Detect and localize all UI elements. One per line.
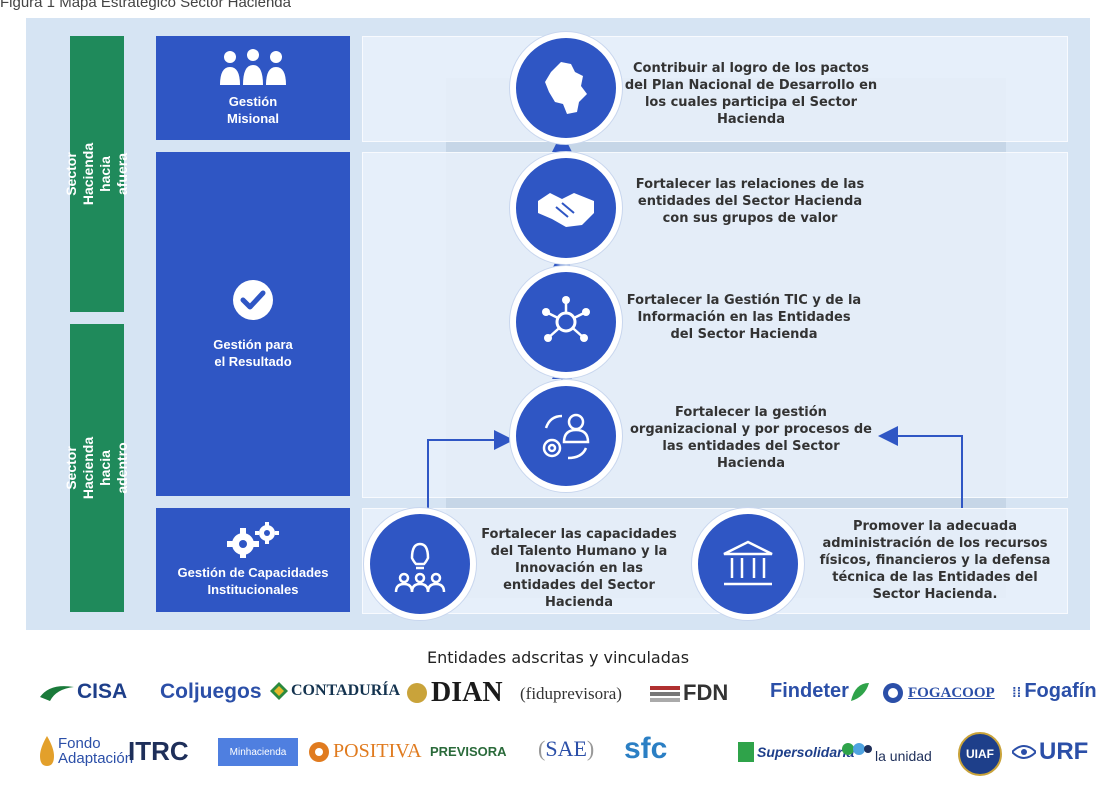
- objective-text-6: Promover la adecuada administración de l…: [819, 519, 1051, 602]
- box-gestion-capacidades: Gestión de Capacidades Institucionales: [156, 508, 350, 612]
- la-unidad-dots-icon: [842, 743, 872, 755]
- logo-minhacienda: Minhacienda: [218, 738, 298, 766]
- objective-text-1: Contribuir al logro de los pactos del Pl…: [624, 61, 878, 127]
- logo-supersolidaria: Supersolidaria: [738, 742, 854, 762]
- logos-title: Entidades adscritas y vinculadas: [426, 648, 690, 667]
- contaduria-emblem-icon: [270, 682, 288, 700]
- logo-fogafin: ⁞⁞Fogafín: [1012, 680, 1097, 702]
- objective-text-3: Fortalecer la Gestión TIC y de la Inform…: [626, 293, 862, 342]
- logo-la-unidad: la unidad: [842, 734, 932, 764]
- side-bar-adentro: Sector Hacienda hacia adentro: [63, 324, 130, 612]
- network-icon: [542, 296, 590, 342]
- supersolidaria-emblem-icon: [738, 742, 754, 762]
- objective-circle-3: [510, 266, 622, 378]
- side-bar-afuera: Sector Hacienda hacia afuera: [63, 36, 130, 312]
- logo-contaduria: CONTADURÍA: [270, 682, 400, 700]
- figure-caption: Figura 1 Mapa Estratégico Sector Haciend…: [0, 0, 291, 11]
- logo-fondo-adaptacion: Fondo Adaptación: [40, 736, 133, 766]
- objective-circle-4: [510, 380, 622, 492]
- logo-fogacoop: FOGACOOP: [882, 682, 995, 704]
- dian-emblem-icon: [407, 683, 427, 703]
- logo-findeter: Findeter: [770, 680, 871, 703]
- logo-coljuegos: Coljuegos: [160, 680, 262, 703]
- objective-circle-1: [510, 32, 622, 144]
- logo-urf: URF: [1012, 738, 1088, 766]
- logo-previsora: PREVISORA: [430, 744, 507, 759]
- box-gestion-misional-label: Gestión Misional: [226, 94, 279, 126]
- objective-text-4: Fortalecer la gestión organizacional y p…: [630, 405, 872, 471]
- logo-cisa: CISA: [40, 680, 127, 704]
- fogacoop-emblem-icon: [883, 683, 903, 703]
- logo-fiduprevisora: (fiduprevisora): [520, 684, 622, 703]
- colombia-map-icon: [545, 62, 587, 114]
- objective-circle-5: [364, 508, 476, 620]
- fdn-bars-icon: [650, 686, 680, 702]
- box-gestion-resultado: Gestión para el Resultado: [156, 152, 350, 496]
- band-mision: [362, 36, 1068, 142]
- positiva-sun-icon: [309, 741, 329, 762]
- objective-circle-2: [510, 152, 622, 264]
- box-gestion-capacidades-label: Gestión de Capacidades Institucionales: [177, 565, 329, 597]
- objective-text-5: Fortalecer las capacidades del Talento H…: [481, 527, 677, 610]
- strategy-map: Sector Hacienda hacia afuera Sector Haci…: [26, 18, 1090, 630]
- logo-dian: DIAN: [406, 677, 503, 709]
- fondo-adaptacion-drop-icon: [40, 736, 54, 766]
- gears-icon: [227, 522, 279, 558]
- institution-icon: [723, 540, 773, 586]
- objective-text-2: Fortalecer las relaciones de las entidad…: [635, 177, 865, 226]
- process-user-icon: [542, 413, 590, 460]
- idea-people-icon: [394, 542, 446, 593]
- logo-fdn: FDN: [650, 680, 728, 706]
- logo-itrc: ITRC: [128, 736, 189, 766]
- logo-sfc: sfc: [624, 732, 668, 765]
- people-icon: [220, 49, 286, 85]
- logo-positiva: POSITIVA: [308, 740, 422, 763]
- handshake-icon: [538, 193, 594, 227]
- cisa-swoosh-icon: [40, 686, 74, 701]
- check-circle-icon: [233, 280, 273, 320]
- logo-sae: (SAE): [538, 736, 595, 761]
- objective-circle-6: [692, 508, 804, 620]
- logo-uiaf: UIAF: [958, 732, 1002, 776]
- box-gestion-resultado-label: Gestión para el Resultado: [213, 337, 293, 369]
- box-gestion-misional: Gestión Misional: [156, 36, 350, 140]
- urf-eye-icon: [1012, 745, 1036, 759]
- findeter-leaf-icon: [850, 682, 869, 701]
